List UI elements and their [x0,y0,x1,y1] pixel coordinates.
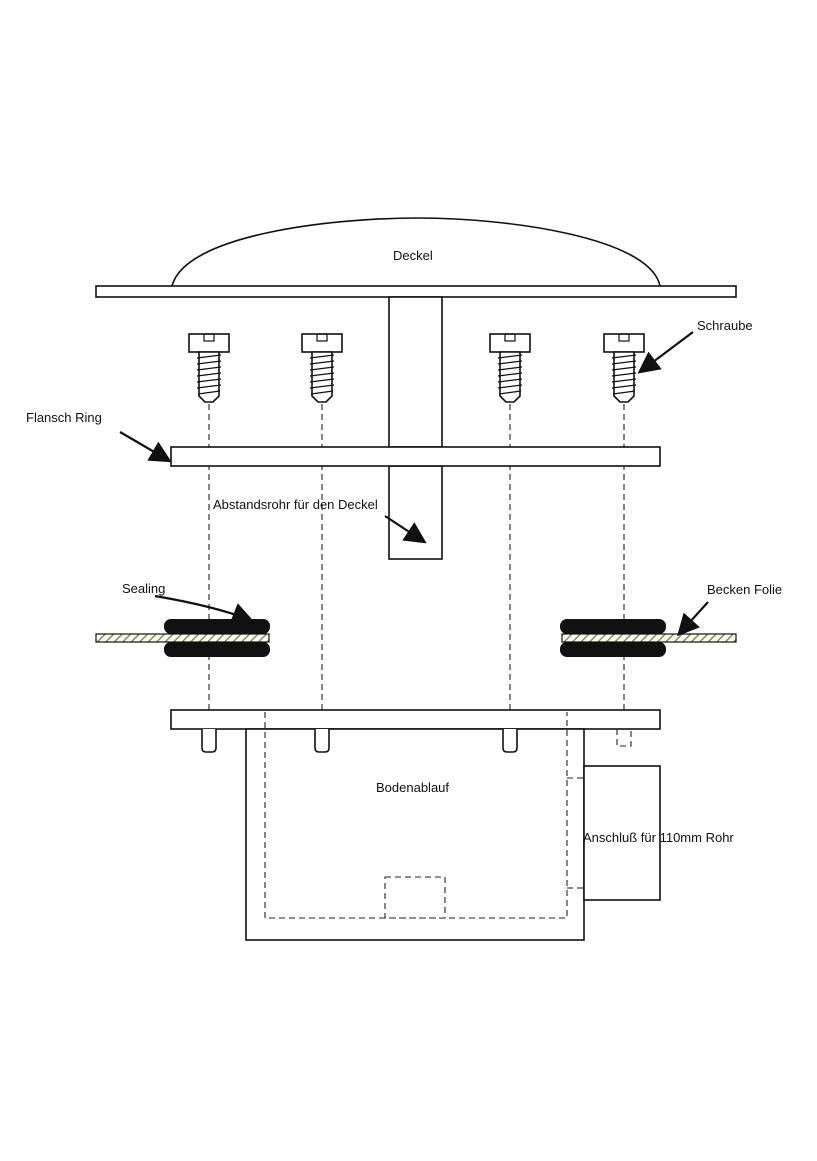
label-bodenablauf: Bodenablauf [376,780,449,795]
screw-3 [489,333,531,403]
label-flansch-ring: Flansch Ring [26,410,102,425]
screw-boss-2 [314,729,330,753]
screw-1 [188,333,230,403]
screws [188,333,645,403]
lid-dome [171,217,661,287]
drain-inner-outlet [384,876,446,919]
outlet-pipe [583,765,661,901]
arrow-flansch-ring [119,431,172,463]
screw-boss-1 [201,729,217,753]
flange-ring [170,446,661,467]
gasket-right-bottom [560,642,666,657]
spacer-tube-lower [388,465,443,560]
drain-body [245,728,585,941]
label-deckel: Deckel [393,248,433,263]
drain-flange [170,709,661,730]
floor-drain [170,709,661,941]
pond-liner-left [95,633,270,643]
gasket-left-bottom [164,642,270,657]
arrow-schraube [637,331,694,374]
screw-boss-4 [616,729,632,747]
screw-4 [603,333,645,403]
label-sealing: Sealing [122,581,165,596]
drain-inner-outline [264,712,568,919]
lid-plate [95,285,737,298]
screw-2 [301,333,343,403]
gasket-right-top [560,619,666,634]
label-anschluss: Anschluß für 110mm Rohr [583,830,734,845]
pond-liner-right [561,633,737,643]
leader-arrows [119,331,709,637]
labels: Deckel Schraube Flansch Ring Abstandsroh… [26,248,782,845]
spacer-tube-upper [388,296,443,448]
screw-boss-3 [502,729,518,753]
pond-liner [95,633,737,643]
label-becken-folie: Becken Folie [707,582,782,597]
lid [95,217,737,298]
arrow-becken-folie [677,601,709,637]
gasket-left-top [164,619,270,634]
spacer-tube [388,296,443,560]
label-schraube: Schraube [697,318,753,333]
label-abstandsrohr: Abstandsrohr für den Deckel [213,497,378,512]
arrow-abstandsrohr [384,515,427,544]
outlet-pipe-inner [567,777,584,889]
arrow-sealing [154,594,255,624]
